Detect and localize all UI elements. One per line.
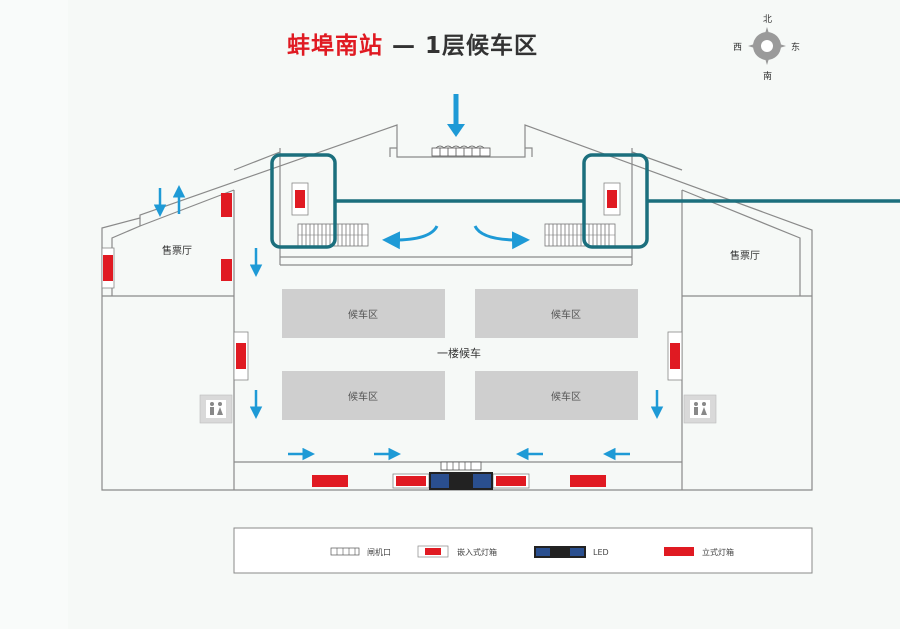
waiting-zone-label: 候车区 — [348, 308, 378, 321]
center-hall-label: 一楼候车 — [437, 346, 481, 360]
page-title: 蚌埠南站 — 1层候车区 — [287, 26, 538, 60]
legend-embedded-lightbox: 嵌入式灯箱 — [417, 545, 497, 558]
legend-embedded-label: 嵌入式灯箱 — [457, 547, 497, 557]
compass-west: 西 — [733, 42, 742, 53]
standing-lightbox — [221, 259, 232, 281]
legend: 闸机口 嵌入式灯箱 LED 立式灯箱 — [233, 527, 813, 574]
title-separator: — — [383, 33, 426, 59]
waiting-zone-label: 候车区 — [551, 308, 581, 321]
compass-south: 南 — [763, 70, 772, 82]
waiting-zone-label: 候车区 — [348, 390, 378, 403]
legend-gate-label: 闸机口 — [367, 547, 391, 557]
ticket-hall-left-label: 售票厅 — [162, 244, 192, 257]
waiting-zone — [282, 371, 445, 420]
waiting-zone — [282, 289, 445, 338]
escalator-right — [544, 223, 616, 247]
legend-gate: 闸机口 — [330, 547, 391, 557]
building-walls — [101, 124, 813, 491]
restroom-icon — [199, 394, 233, 424]
compass-east: 东 — [791, 41, 800, 53]
legend-led: LED — [534, 546, 609, 558]
waiting-zones: 候车区 候车区 候车区 候车区 一楼候车 — [282, 289, 638, 420]
standing-lightbox — [221, 193, 232, 217]
arrow-curve-right-icon — [473, 225, 530, 250]
restroom-icon — [683, 394, 717, 424]
embedded-lightboxes — [101, 182, 683, 489]
waiting-zone-label: 候车区 — [551, 390, 581, 403]
standing-lightboxes — [221, 193, 606, 487]
standing-lightbox — [570, 475, 606, 487]
ticket-hall-right-label: 售票厅 — [730, 249, 760, 262]
waiting-zone — [475, 371, 638, 420]
legend-standing-lightbox: 立式灯箱 — [664, 547, 734, 557]
top-entrance-gate — [431, 145, 491, 157]
waiting-zone — [475, 289, 638, 338]
standing-lightbox — [312, 475, 348, 487]
floor-name: 1层候车区 — [425, 33, 539, 59]
flow-arrows — [153, 94, 664, 461]
compass-north: 北 — [763, 14, 772, 25]
station-name: 蚌埠南站 — [287, 33, 383, 59]
highlight-callout — [270, 153, 900, 249]
compass: 北 南 西 东 — [733, 14, 800, 82]
led-screen — [429, 461, 493, 490]
arrow-curve-left-icon — [382, 225, 439, 250]
legend-led-label: LED — [593, 548, 609, 557]
legend-standing-label: 立式灯箱 — [702, 547, 734, 557]
